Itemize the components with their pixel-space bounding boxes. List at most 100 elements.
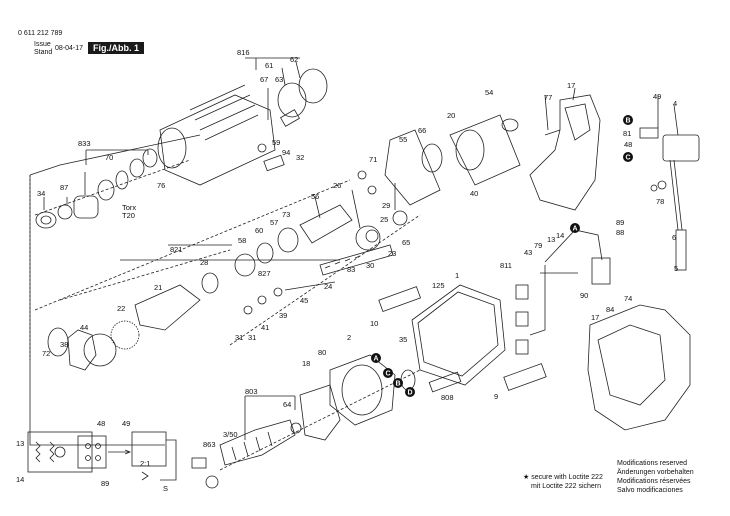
modifications-es: Salvo modificaciones — [617, 487, 683, 494]
callout-ratio: 2:1 — [140, 459, 150, 468]
figure-label: Fig./Abb. 1 — [88, 42, 144, 54]
callout-76: 76 — [157, 181, 165, 190]
callout-10: 10 — [370, 319, 378, 328]
svg-text:C: C — [626, 155, 631, 162]
callout-56: 56 — [311, 192, 319, 201]
callout-73: 73 — [282, 210, 290, 219]
callout-22: 22 — [117, 304, 125, 313]
callout-78: 78 — [656, 197, 664, 206]
callout-23: 23 — [388, 249, 396, 258]
callout-18: 18 — [302, 359, 310, 368]
callout-57: 57 — [270, 218, 278, 227]
loctite-note-de: mit Loctite 222 sichern — [531, 483, 602, 490]
callout-5: 5 — [674, 264, 678, 273]
callout-31b: 31 — [235, 333, 243, 342]
callout-65: 65 — [402, 238, 410, 247]
callout-44: 44 — [80, 323, 88, 332]
callout-21: 21 — [154, 283, 162, 292]
callout-s: S — [163, 484, 168, 493]
callout-54: 54 — [485, 88, 493, 97]
callout-811: 811 — [500, 261, 512, 270]
marker-a-top: A — [570, 223, 580, 233]
callout-43: 43 — [524, 248, 532, 257]
callout-60: 60 — [255, 226, 263, 235]
svg-text:C: C — [386, 371, 391, 378]
marker-b-top: B — [623, 115, 633, 125]
callout-24: 24 — [324, 282, 332, 291]
callout-81: 81 — [623, 129, 631, 138]
callout-6: 6 — [672, 233, 676, 242]
callout-125: 125 — [432, 281, 445, 290]
marker-c-top: C — [623, 152, 633, 162]
callout-2: 2 — [347, 333, 351, 342]
callout-61: 61 — [265, 61, 273, 70]
svg-text:A: A — [374, 356, 379, 363]
marker-d-motor: D — [405, 387, 415, 397]
svg-text:B: B — [396, 381, 401, 388]
callout-17a: 17 — [567, 81, 575, 90]
marker-b-motor: B — [393, 378, 403, 388]
callout-28: 28 — [200, 258, 208, 267]
callout-79: 79 — [534, 241, 542, 250]
callout-87: 87 — [60, 183, 68, 192]
callout-35: 35 — [399, 335, 407, 344]
modifications-de: Änderungen vorbehalten — [617, 469, 694, 476]
callout-72: 72 — [42, 349, 50, 358]
callout-14b: 14 — [16, 475, 24, 484]
callout-20: 20 — [447, 111, 455, 120]
callout-70: 70 — [105, 153, 113, 162]
callout-83: 83 — [347, 265, 355, 274]
callout-64: 64 — [283, 400, 291, 409]
callout-31a: 31 — [248, 333, 256, 342]
marker-c-motor: C — [383, 368, 393, 378]
callout-48b: 48 — [97, 419, 105, 428]
callout-58: 58 — [238, 236, 246, 245]
callout-13b: 13 — [16, 439, 24, 448]
callout-29: 29 — [382, 201, 390, 210]
callout-9: 9 — [494, 392, 498, 401]
callout-38: 38 — [60, 340, 68, 349]
stand-label: Stand — [34, 49, 53, 56]
callout-863: 863 — [203, 440, 216, 449]
callout-71: 71 — [369, 155, 377, 164]
callout-94: 94 — [282, 148, 290, 157]
callout-45: 45 — [300, 296, 308, 305]
callout-32: 32 — [296, 153, 304, 162]
callout-89b: 89 — [101, 479, 109, 488]
callout-34: 34 — [37, 189, 45, 198]
callout-62: 62 — [290, 55, 298, 64]
callout-77: 77 — [544, 93, 552, 102]
callout-3-50: 3/50 — [223, 430, 238, 439]
callout-26: 26 — [333, 181, 341, 190]
svg-text:B: B — [626, 118, 631, 125]
callout-49a: 49 — [653, 92, 661, 101]
callout-4: 4 — [673, 99, 677, 108]
callout-t20: T20 — [122, 211, 135, 220]
issue-label: Issue — [34, 41, 51, 48]
callout-808: 808 — [441, 393, 454, 402]
callout-55: 55 — [399, 135, 407, 144]
callout-89a: 89 — [616, 218, 624, 227]
callout-74: 74 — [624, 294, 632, 303]
callout-17b: 17 — [591, 313, 599, 322]
svg-text:D: D — [408, 390, 413, 397]
callout-torx: Torx — [122, 203, 136, 212]
callout-80: 80 — [318, 348, 326, 357]
modifications-fr: Modifications réservées — [617, 478, 691, 485]
callout-41: 41 — [261, 323, 269, 332]
callout-59: 59 — [272, 138, 280, 147]
callout-833: 833 — [78, 139, 91, 148]
modifications-en: Modifications reserved — [617, 460, 688, 467]
callout-816: 816 — [237, 48, 250, 57]
callout-827: 827 — [258, 269, 271, 278]
issue-date: 08-04-17 — [55, 45, 84, 52]
callout-90: 90 — [580, 291, 588, 300]
callout-803: 803 — [245, 387, 258, 396]
callout-821: 821 — [170, 245, 183, 254]
loctite-note-en: ★ secure with Loctite 222 — [523, 474, 603, 481]
callout-63: 63 — [275, 75, 283, 84]
callout-1: 1 — [455, 271, 459, 280]
callout-67: 67 — [260, 75, 268, 84]
callout-14a: 14 — [556, 231, 564, 240]
